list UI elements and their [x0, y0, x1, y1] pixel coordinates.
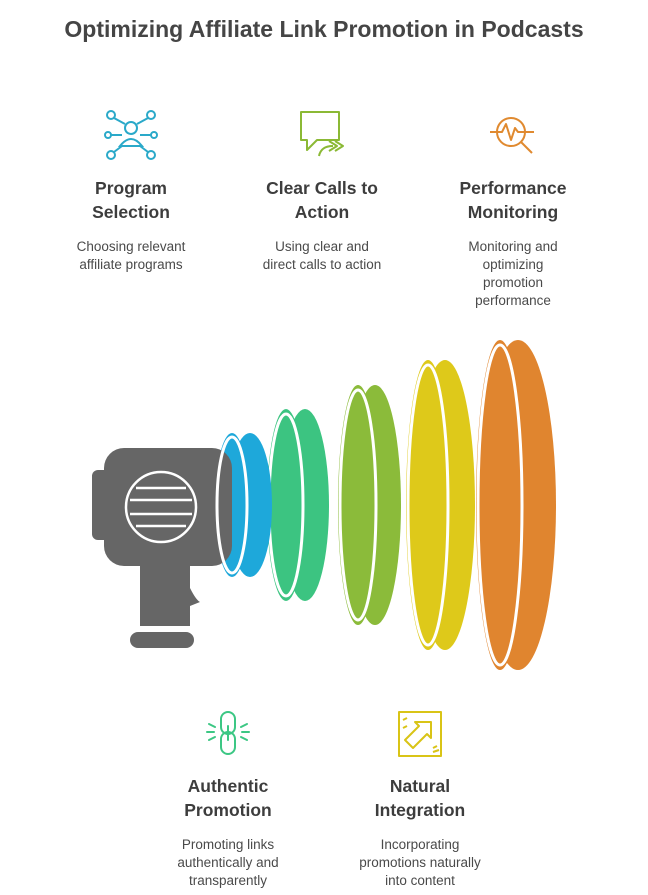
ring-2: [267, 409, 329, 601]
speech-bubble-arrow-icon: [300, 111, 344, 157]
ring-3: [338, 385, 401, 625]
network-people-icon: [104, 110, 158, 160]
speaker-grille-icon: [124, 470, 198, 544]
magnifier-pulse-icon: [490, 117, 534, 154]
megaphone-diagram: [92, 340, 556, 670]
ring-4: [406, 360, 475, 650]
link-chain-icon: [206, 711, 250, 755]
ring-5-outer: [476, 340, 556, 670]
puzzle-arrow-icon: [398, 711, 442, 757]
ring-1-edge: [215, 435, 249, 575]
page-title: Optimizing Affiliate Link Promotion in P…: [64, 16, 584, 42]
